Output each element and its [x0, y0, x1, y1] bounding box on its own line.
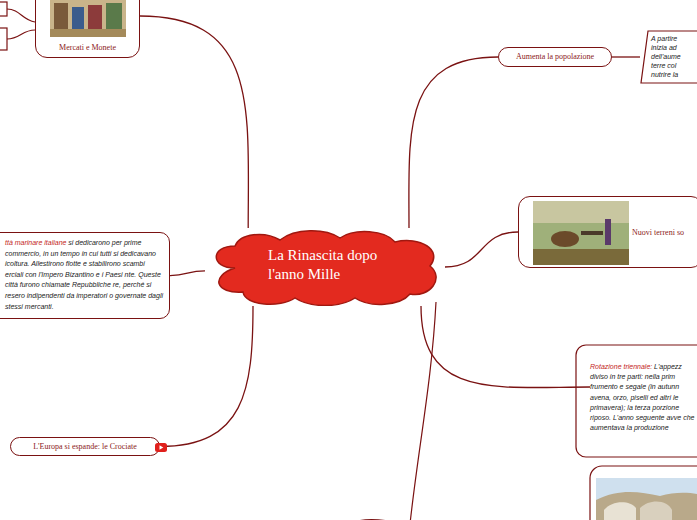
group-frame	[576, 345, 697, 457]
branch-connector	[612, 56, 640, 57]
note-heading: Rotazione triennale:	[590, 363, 652, 370]
branch-connector	[160, 306, 253, 447]
topic-box: Mercati e Monete	[35, 0, 140, 58]
branch-connector	[170, 271, 205, 276]
branch-connector	[445, 232, 518, 267]
text-note: Rotazione triennale: L'appezz diviso in …	[590, 362, 696, 433]
topic-label: Aumenta la popolazione	[516, 52, 594, 62]
topic-label: L'Europa si espande: le Crociate	[33, 442, 137, 452]
note-text: A partire inizia ad dell'aume terre col …	[651, 34, 695, 79]
paragraph: ttà marinare italiane si dedicarono per …	[5, 238, 163, 312]
text-box: ttà marinare italiane si dedicarono per …	[0, 232, 170, 319]
topic-label: Nuovi terreni so	[632, 228, 684, 238]
illustration	[596, 478, 697, 520]
callout-note: A partire inizia ad dell'aume terre col …	[640, 30, 697, 84]
central-cloud: La Rinascita dopo l'anno Mille	[205, 228, 445, 306]
branch-connector	[421, 306, 590, 388]
note-text: si dedicarono per prime commercio, in un…	[5, 239, 163, 310]
branch-connector	[409, 57, 498, 228]
topic-box: Aumenta la popolazione	[498, 47, 612, 67]
image-box	[590, 466, 697, 520]
topic-box: L'Europa si espande: le Crociate	[10, 437, 160, 456]
paragraph: Rotazione triennale: L'appezz diviso in …	[590, 362, 696, 433]
video-icon	[155, 443, 167, 452]
central-title: La Rinascita dopo l'anno Mille	[205, 228, 408, 284]
branch-line	[410, 302, 436, 520]
cut-box	[0, 28, 7, 50]
topic-box: Nuovi terreni so	[518, 196, 697, 268]
cut-box	[0, 2, 7, 16]
branch-connector	[140, 16, 248, 228]
topic-label: Mercati e Monete	[36, 43, 139, 53]
note-heading: ttà marinare italiane	[5, 239, 66, 246]
branch-line	[7, 9, 35, 22]
note-text: L'appezz diviso in tre parti: nella prim…	[590, 363, 694, 431]
branch-line	[7, 30, 35, 39]
